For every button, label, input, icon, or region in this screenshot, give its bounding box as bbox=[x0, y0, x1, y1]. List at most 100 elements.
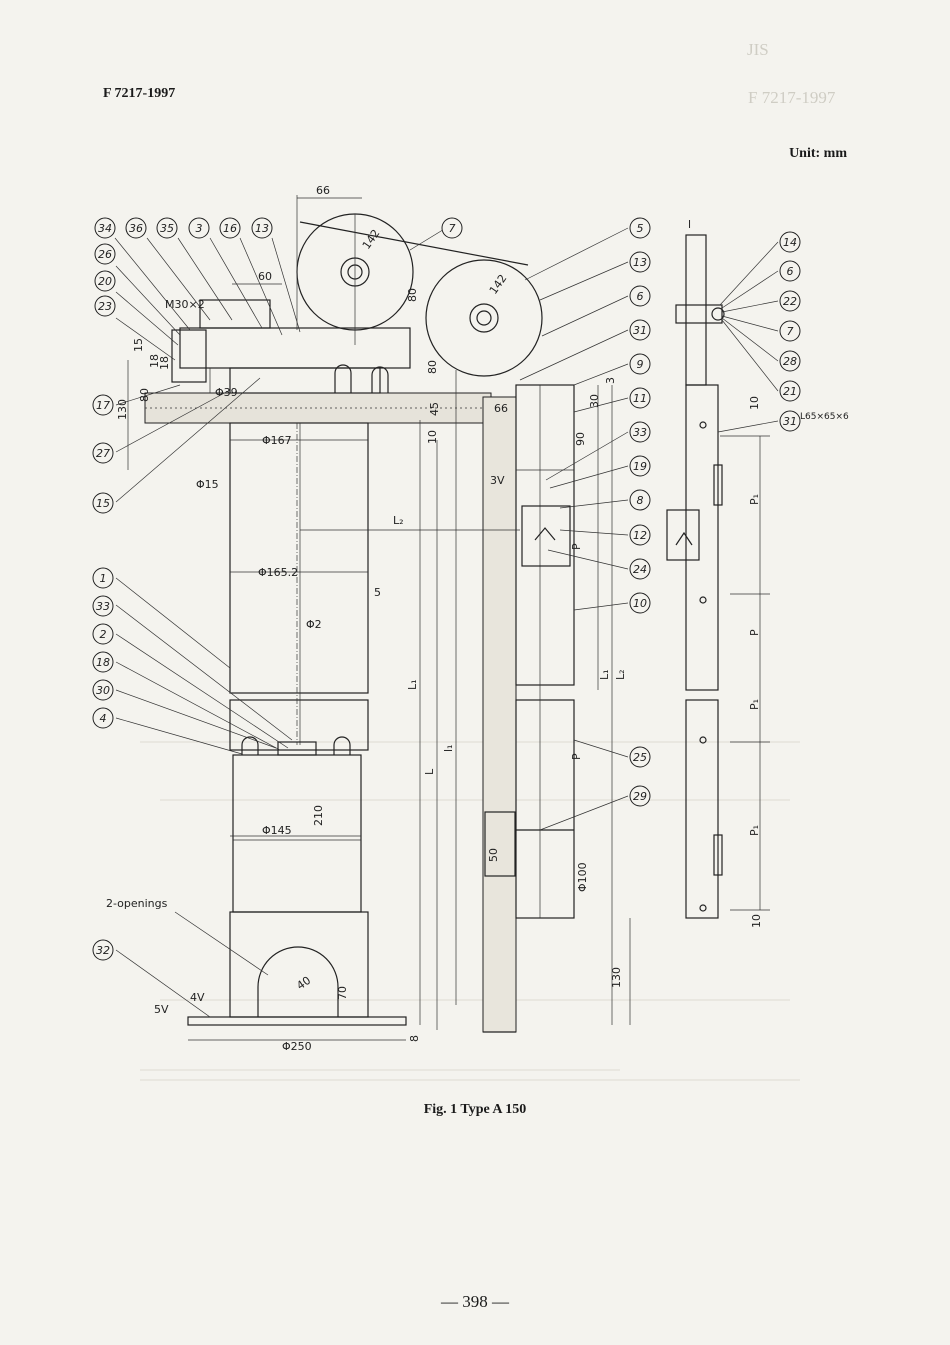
svg-text:3: 3 bbox=[604, 377, 617, 384]
svg-text:L₁: L₁ bbox=[598, 669, 611, 680]
bleed-through-lines bbox=[140, 741, 800, 1081]
svg-text:26: 26 bbox=[98, 248, 112, 261]
part-callout-29: 29 bbox=[629, 785, 651, 807]
svg-text:32: 32 bbox=[96, 944, 110, 957]
svg-text:66: 66 bbox=[494, 402, 508, 415]
svg-text:22: 22 bbox=[783, 295, 797, 308]
svg-text:10: 10 bbox=[633, 597, 647, 610]
gauge-head bbox=[171, 299, 411, 394]
svg-text:L₂: L₂ bbox=[614, 669, 627, 680]
svg-text:45: 45 bbox=[428, 402, 441, 416]
svg-text:23: 23 bbox=[98, 300, 112, 313]
svg-text:31: 31 bbox=[633, 324, 647, 337]
svg-text:Φ165.2: Φ165.2 bbox=[258, 566, 298, 579]
part-callout-31: 31 bbox=[779, 410, 801, 432]
svg-text:8: 8 bbox=[408, 1035, 421, 1042]
svg-text:P₁: P₁ bbox=[748, 825, 761, 836]
svg-text:P: P bbox=[570, 753, 583, 760]
svg-text:31: 31 bbox=[783, 415, 797, 428]
part-callout-22: 22 bbox=[779, 290, 801, 312]
part-callout-31: 31 bbox=[629, 319, 651, 341]
svg-text:L: L bbox=[423, 768, 436, 775]
svg-text:Φ145: Φ145 bbox=[262, 824, 292, 837]
part-callout-11: 11 bbox=[629, 387, 651, 409]
indicator-board-side bbox=[666, 234, 770, 919]
svg-text:P₁: P₁ bbox=[748, 494, 761, 505]
svg-text:28: 28 bbox=[783, 355, 797, 368]
part-callout-5: 5 bbox=[629, 217, 651, 239]
svg-text:27: 27 bbox=[96, 447, 110, 460]
part-callout-24: 24 bbox=[629, 558, 651, 580]
svg-text:60: 60 bbox=[258, 270, 272, 283]
part-callout-10: 10 bbox=[629, 592, 651, 614]
svg-text:10: 10 bbox=[426, 430, 439, 444]
part-callout-36: 36 bbox=[125, 217, 147, 239]
svg-text:33: 33 bbox=[633, 426, 647, 439]
svg-text:17: 17 bbox=[96, 399, 110, 412]
part-callout-6: 6 bbox=[629, 285, 651, 307]
svg-text:35: 35 bbox=[160, 222, 174, 235]
svg-text:1: 1 bbox=[100, 572, 107, 585]
part-callout-6: 6 bbox=[779, 260, 801, 282]
svg-text:6: 6 bbox=[637, 290, 644, 303]
part-callout-16: 16 bbox=[219, 217, 241, 239]
document-id: F 7217-1997 bbox=[103, 86, 176, 101]
part-callout-3: 3 bbox=[188, 217, 210, 239]
svg-text:3V: 3V bbox=[490, 474, 505, 487]
bleed-through-header: JIS bbox=[747, 40, 769, 59]
svg-text:142: 142 bbox=[360, 227, 383, 252]
svg-text:7: 7 bbox=[449, 222, 456, 235]
tape-guide-column bbox=[482, 384, 575, 1033]
svg-text:L₂: L₂ bbox=[393, 514, 404, 527]
svg-text:80: 80 bbox=[426, 360, 439, 374]
svg-text:13: 13 bbox=[255, 222, 269, 235]
part-callout-13: 13 bbox=[629, 251, 651, 273]
svg-text:40: 40 bbox=[294, 974, 313, 993]
svg-text:20: 20 bbox=[98, 275, 112, 288]
svg-text:30: 30 bbox=[96, 684, 110, 697]
part-callout-33: 33 bbox=[629, 421, 651, 443]
part-callout-34: 34 bbox=[94, 217, 116, 239]
part-callout-12: 12 bbox=[629, 524, 651, 546]
svg-text:P₁: P₁ bbox=[748, 699, 761, 710]
svg-text:15: 15 bbox=[132, 338, 145, 352]
svg-text:M30×2: M30×2 bbox=[165, 298, 205, 311]
page-number: — 398 — bbox=[441, 1292, 509, 1311]
svg-text:16: 16 bbox=[223, 222, 237, 235]
svg-text:Φ250: Φ250 bbox=[282, 1040, 312, 1053]
svg-text:130: 130 bbox=[116, 399, 129, 420]
svg-text:142: 142 bbox=[487, 272, 510, 297]
svg-text:66: 66 bbox=[316, 184, 330, 197]
svg-text:5: 5 bbox=[637, 222, 644, 235]
leader-lines bbox=[114, 227, 779, 1018]
part-callout-9: 9 bbox=[629, 353, 651, 375]
svg-text:18: 18 bbox=[96, 656, 110, 669]
tank-top-plate bbox=[144, 392, 492, 424]
svg-text:12: 12 bbox=[633, 529, 647, 542]
svg-text:6: 6 bbox=[787, 265, 794, 278]
dimension-labels: 66 142 142 60 M30×2 15 18 18 80 130 Φ39 … bbox=[116, 184, 763, 1053]
svg-text:90: 90 bbox=[574, 432, 587, 446]
svg-text:3: 3 bbox=[196, 222, 203, 235]
part-callout-20: 20 bbox=[94, 270, 116, 292]
svg-text:P: P bbox=[748, 629, 761, 636]
openings-note: 2-openings bbox=[106, 897, 168, 910]
part-callout-7: 7 bbox=[779, 320, 801, 342]
part-callout-25: 25 bbox=[629, 746, 651, 768]
unit-label: Unit: mm bbox=[789, 146, 847, 161]
svg-text:7: 7 bbox=[787, 325, 794, 338]
svg-text:19: 19 bbox=[633, 460, 647, 473]
part-callout-21: 21 bbox=[779, 380, 801, 402]
part-callout-17: 17 bbox=[92, 394, 114, 416]
part-callout-28: 28 bbox=[779, 350, 801, 372]
figure-caption: Fig. 1 Type A 150 bbox=[423, 1102, 527, 1117]
svg-text:24: 24 bbox=[633, 563, 647, 576]
part-callout-7: 7 bbox=[441, 217, 463, 239]
svg-text:14: 14 bbox=[783, 236, 797, 249]
part-callout-4: 4 bbox=[92, 707, 114, 729]
part-callout-15: 15 bbox=[92, 492, 114, 514]
svg-text:L₁: L₁ bbox=[406, 679, 419, 690]
svg-text:30: 30 bbox=[588, 394, 601, 408]
